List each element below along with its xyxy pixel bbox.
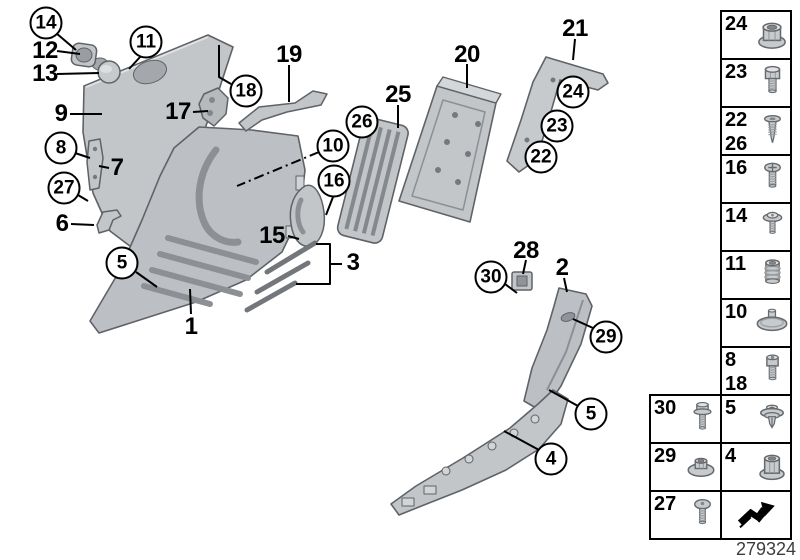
legend-number: 4 — [725, 444, 737, 467]
part-bracket-7 — [86, 138, 104, 191]
hex-flange-bolt-icon — [687, 401, 718, 438]
part-clip-17 — [198, 87, 229, 127]
callout-28[interactable]: 28 — [513, 237, 539, 264]
callout-19[interactable]: 19 — [276, 41, 302, 68]
legend-number: 10 — [725, 300, 748, 323]
legend-cell-arrow[interactable] — [720, 490, 792, 540]
callout-6[interactable]: 6 — [55, 210, 69, 237]
legend-cell-14[interactable]: 14 — [720, 202, 792, 252]
callout-5-sill[interactable]: 5 — [574, 397, 608, 431]
leader-lines — [55, 32, 594, 451]
callout-16[interactable]: 16 — [317, 164, 351, 198]
callout-1[interactable]: 1 — [184, 313, 198, 340]
legend-number: 16 — [725, 156, 748, 179]
cap-screw-icon — [757, 353, 788, 390]
callout-8[interactable]: 8 — [44, 131, 78, 165]
legend-number: 30 — [654, 396, 677, 419]
flange-nut-tall-icon — [750, 450, 794, 484]
legend-cell-27[interactable]: 27 — [649, 490, 722, 540]
callout-3[interactable]: 3 — [346, 249, 360, 276]
part-bracket-19 — [238, 90, 328, 132]
washer-head-screw-icon — [757, 209, 788, 246]
legend-cell-29[interactable]: 29 — [649, 442, 722, 492]
legend-cell-4[interactable]: 4 — [720, 442, 792, 492]
legend-number: 5 — [725, 396, 737, 419]
legend-cell-16[interactable]: 16 — [720, 154, 792, 204]
button-head-screw-icon — [687, 497, 718, 534]
legend-number: 24 — [725, 12, 748, 35]
part-trim-strips-3 — [244, 240, 318, 313]
legend-number: 14 — [725, 204, 748, 227]
part-ribbed-pad-25 — [336, 117, 409, 244]
legend-number: 23 — [725, 60, 748, 83]
callout-10[interactable]: 10 — [316, 129, 350, 163]
part-trim-panel-lower — [89, 126, 306, 334]
legend-cell-5[interactable]: 5 — [720, 394, 792, 444]
hex-bolt-icon — [757, 65, 788, 102]
part-sill-strip — [390, 389, 569, 516]
legend-cell-24[interactable]: 24 — [720, 10, 792, 60]
self-tapping-screw-icon — [757, 113, 788, 150]
callout-12[interactable]: 12 — [32, 37, 58, 64]
oval-head-screw-icon — [757, 161, 788, 198]
page-arrow-icon — [735, 498, 779, 532]
flat-flange-nut-icon — [679, 450, 723, 484]
part-hook-15 — [289, 184, 326, 247]
callout-2[interactable]: 2 — [555, 254, 569, 281]
callout-9[interactable]: 9 — [54, 100, 68, 127]
callout-23[interactable]: 23 — [540, 109, 574, 143]
part-cover-cap-13 — [97, 60, 121, 84]
callout-15[interactable]: 15 — [259, 222, 285, 249]
threaded-insert-icon — [757, 257, 788, 294]
legend-number: 26 — [725, 132, 748, 155]
callout-7[interactable]: 7 — [110, 154, 124, 181]
callout-17[interactable]: 17 — [165, 98, 191, 125]
diagram-number: 279324 — [736, 539, 797, 559]
expanding-rivet-icon — [750, 402, 794, 436]
part-footrest-20 — [398, 76, 502, 223]
callout-13[interactable]: 13 — [32, 60, 58, 87]
part-clip-28 — [511, 271, 533, 291]
callout-4[interactable]: 4 — [534, 442, 568, 476]
part-grommet — [70, 42, 98, 68]
legend-cell-10[interactable]: 10 — [720, 298, 792, 348]
legend-number: 11 — [725, 252, 747, 275]
callout-24[interactable]: 24 — [556, 75, 590, 109]
callout-21[interactable]: 21 — [562, 15, 588, 42]
callout-11[interactable]: 11 — [129, 25, 163, 59]
callout-18[interactable]: 18 — [229, 74, 263, 108]
callout-14[interactable]: 14 — [29, 6, 63, 40]
legend-cell-30[interactable]: 30 — [649, 394, 722, 444]
legend-cell-23[interactable]: 23 — [720, 58, 792, 108]
callout-30[interactable]: 30 — [474, 260, 508, 294]
cover-cap-icon — [750, 306, 794, 340]
flange-nut-icon — [750, 18, 794, 52]
legend-cell-11[interactable]: 11 — [720, 250, 792, 300]
fastener-legend-bottom: 30 29 27 — [649, 394, 722, 540]
legend-number: 27 — [654, 492, 677, 515]
legend-number: 29 — [654, 444, 677, 467]
callout-20[interactable]: 20 — [454, 41, 480, 68]
legend-number: 22 — [725, 108, 748, 131]
callout-5[interactable]: 5 — [105, 246, 139, 280]
callout-27[interactable]: 27 — [47, 171, 81, 205]
callout-22[interactable]: 22 — [524, 140, 558, 174]
callout-29[interactable]: 29 — [589, 320, 623, 354]
callout-26[interactable]: 26 — [345, 105, 379, 139]
legend-number: 8 — [725, 348, 737, 371]
legend-number: 18 — [725, 372, 748, 395]
callout-25[interactable]: 25 — [385, 81, 411, 108]
part-bracket-6 — [96, 209, 122, 234]
